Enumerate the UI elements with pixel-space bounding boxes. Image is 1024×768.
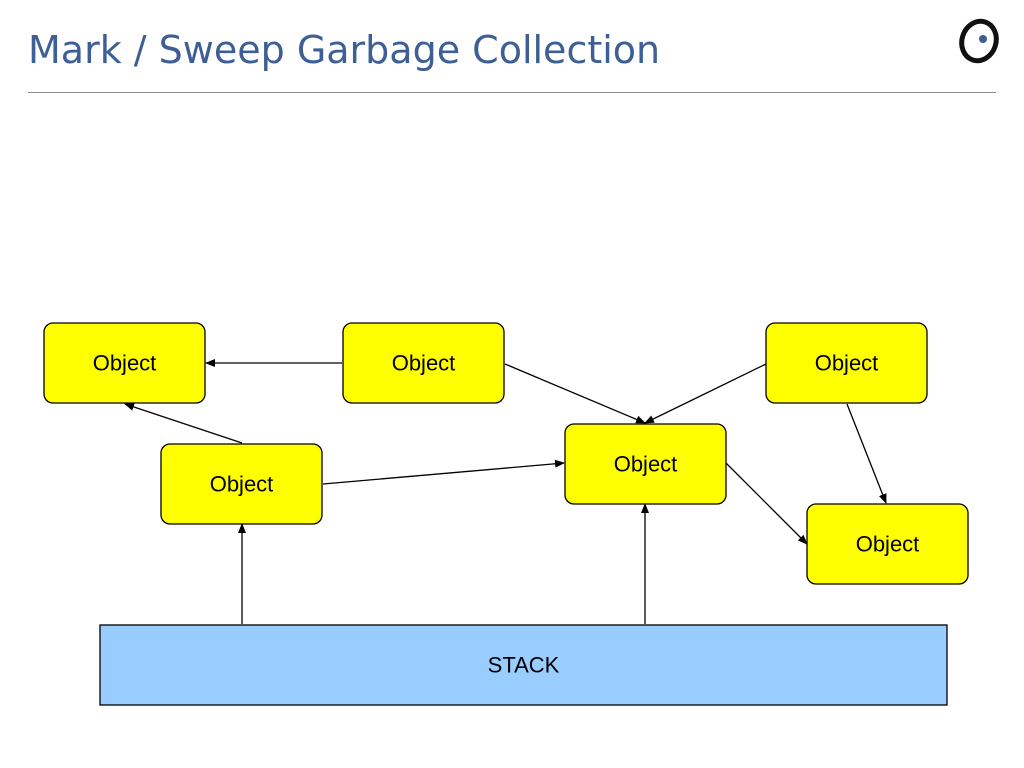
object-node-3: Object	[765, 322, 928, 404]
stack-block: STACK	[99, 624, 948, 706]
edge-obj4-to-obj5	[322, 459, 565, 485]
edge-obj4-to-obj1	[124, 403, 243, 444]
stack-label: STACK	[488, 653, 560, 678]
edge-obj2-to-obj5	[504, 363, 646, 424]
edge-obj3-to-obj6	[846, 403, 887, 504]
object-node-2: Object	[342, 322, 505, 404]
object-node-6-label: Object	[856, 532, 920, 557]
object-node-5-label: Object	[614, 452, 678, 477]
object-node-6: Object	[806, 503, 969, 585]
object-node-4: Object	[160, 443, 323, 525]
object-node-4-label: Object	[210, 472, 274, 497]
edge-obj5-to-obj6	[725, 462, 808, 545]
edge-obj3-to-obj5	[644, 363, 767, 424]
slide-title: Mark / Sweep Garbage Collection	[28, 28, 661, 72]
object-node-5: Object	[564, 423, 727, 505]
title-divider	[28, 92, 996, 93]
edges-layer	[124, 359, 887, 624]
circled-dot-logo-icon	[959, 18, 999, 64]
object-node-3-label: Object	[815, 351, 879, 376]
object-node-1-label: Object	[93, 351, 157, 376]
object-node-1: Object	[43, 322, 206, 404]
object-node-2-label: Object	[392, 351, 456, 376]
